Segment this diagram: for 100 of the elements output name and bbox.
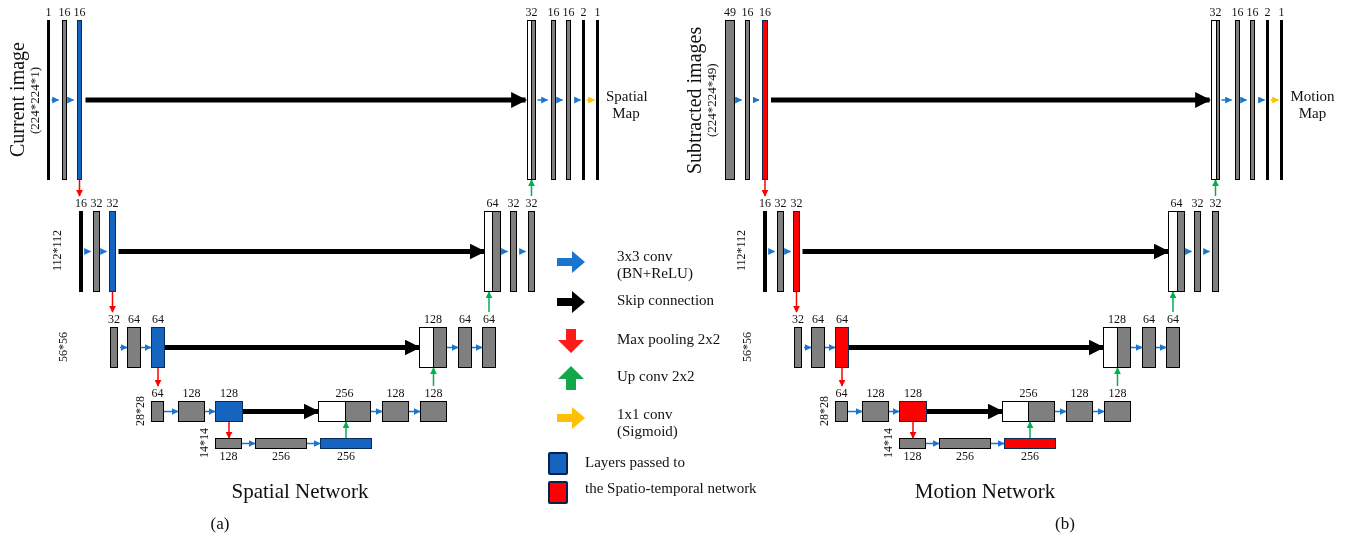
channel-count: 128 [903, 450, 922, 463]
channel-count: 256 [1019, 387, 1038, 400]
channel-count: 16 [562, 6, 575, 19]
channel-count: 1 [594, 6, 601, 19]
channel-count: 32 [1191, 197, 1204, 210]
channel-count: 32 [790, 197, 803, 210]
panel-label: (a) [210, 514, 230, 533]
channel-count: 2 [1264, 6, 1271, 19]
arrow [163, 408, 179, 415]
legend-label: the Spatio-temporal network [585, 480, 757, 497]
resolution-label: 28*28 [817, 396, 831, 426]
channel-count: 16 [759, 197, 771, 210]
arrow [1054, 408, 1067, 415]
channel-count: 32 [525, 6, 538, 19]
arrow [838, 367, 846, 387]
resolution-label: 14*14 [197, 428, 211, 458]
input-caption: Current image [6, 41, 28, 160]
arrow [225, 421, 233, 439]
arrow [768, 248, 776, 255]
arrow [500, 248, 509, 255]
arrow [1169, 291, 1177, 313]
channel-count: 64 [151, 387, 164, 400]
input-caption: Subtracted images [683, 25, 705, 176]
arrow [154, 367, 162, 387]
channel-count: 128 [182, 387, 201, 400]
channel-count: 16 [759, 6, 771, 19]
channel-count: 128 [219, 450, 238, 463]
arrow [528, 179, 535, 197]
arrow [408, 408, 421, 415]
arrow [140, 344, 152, 351]
channel-count: 16 [73, 6, 86, 19]
channel-count: 16 [741, 6, 754, 19]
channel-count: 16 [58, 6, 71, 19]
arrow [370, 408, 383, 415]
arrow [1184, 248, 1193, 255]
channel-count: 32 [507, 197, 520, 210]
output-caption: Spatial Map [606, 88, 646, 122]
channel-count: 64 [486, 197, 499, 210]
arrow [909, 421, 917, 439]
skip-connection-arrow [771, 92, 1212, 108]
arrow [1155, 344, 1167, 351]
arrow [67, 96, 75, 104]
resolution-label: 56*56 [740, 332, 754, 362]
skip-connection-arrow [85, 92, 528, 108]
input-size-caption: (224*224*1) [27, 66, 42, 136]
channel-count: 32 [108, 313, 120, 326]
arrow [1212, 179, 1219, 197]
resolution-label: 56*56 [56, 332, 70, 362]
channel-count: 2 [580, 6, 587, 19]
channel-count: 64 [1143, 313, 1155, 326]
arrow [888, 408, 900, 415]
channel-count: 128 [1070, 387, 1089, 400]
arrow [847, 408, 863, 415]
legend-label: Layers passed to [585, 454, 685, 471]
arrow [735, 96, 743, 104]
arrow [109, 291, 116, 313]
arrow [76, 179, 83, 197]
channel-count: 256 [1021, 450, 1039, 463]
arrow [1202, 248, 1211, 255]
channel-count: 16 [1246, 6, 1259, 19]
channel-count: 128 [424, 313, 442, 326]
arrow [518, 248, 527, 255]
resolution-label: 28*28 [133, 396, 147, 426]
arrow [446, 344, 459, 351]
arrow [1114, 367, 1121, 387]
channel-count: 128 [866, 387, 885, 400]
arrow [793, 291, 800, 313]
legend-label: Up conv 2x2 [617, 368, 695, 385]
resolution-label: 112*112 [50, 230, 64, 272]
legend-label: Max pooling 2x2 [617, 331, 721, 348]
arrow [1130, 344, 1143, 351]
arrow [100, 248, 108, 255]
legend-label: Skip connection [617, 292, 715, 309]
input-size-caption: (224*224*49) [704, 63, 719, 139]
channel-count: 128 [1108, 387, 1127, 400]
channel-count: 32 [1209, 197, 1222, 210]
arrow [84, 248, 92, 255]
arrow [430, 367, 437, 387]
resolution-label: 14*14 [881, 428, 895, 458]
arrow [990, 440, 1005, 447]
legend-label: 1x1 conv (Sigmoid) [617, 406, 679, 440]
channel-count: 256 [337, 450, 355, 463]
channel-count: 16 [547, 6, 560, 19]
arrow [1257, 96, 1266, 104]
skip-connection-arrow [849, 339, 1105, 356]
channel-count: 128 [424, 387, 443, 400]
channel-count: 128 [220, 387, 238, 400]
channel-count: 64 [483, 313, 495, 326]
skip-connection-arrow [802, 243, 1170, 260]
arrow [1269, 96, 1280, 104]
channel-count: 32 [525, 197, 538, 210]
arrow [1240, 96, 1248, 104]
channel-count: 64 [1170, 197, 1183, 210]
channel-count: 128 [1108, 313, 1126, 326]
channel-count: 1 [45, 6, 52, 19]
panel-label: (b) [1055, 514, 1075, 533]
arrow [803, 344, 812, 351]
arrow [119, 344, 128, 351]
arrow [752, 96, 760, 104]
channel-count: 64 [152, 313, 164, 326]
